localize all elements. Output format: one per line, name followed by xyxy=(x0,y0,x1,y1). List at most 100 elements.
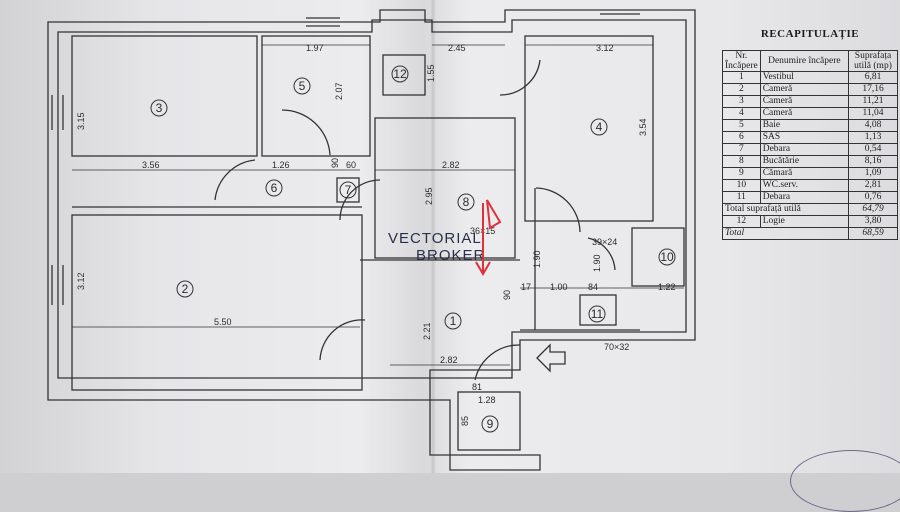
door-arc-6 xyxy=(214,159,256,201)
room-3-wall xyxy=(71,35,258,157)
recap-header-name: Denumire încăpere xyxy=(759,50,850,72)
room-3-number: 3 xyxy=(156,101,163,115)
recap-title: RECAPITULAȚIE xyxy=(760,28,860,40)
room-10-circle xyxy=(658,248,676,266)
recap-cell-area: 6,81 xyxy=(848,71,898,84)
inner-outer-wall xyxy=(57,19,687,379)
recap-cell-name: Cameră xyxy=(759,95,850,108)
recap-cell-name: Debara xyxy=(759,191,850,204)
recap-cell-area: 11,21 xyxy=(848,95,898,108)
door-arc-1 xyxy=(339,179,381,221)
dim-190a: 1.90 xyxy=(532,250,542,268)
red-outline-shape xyxy=(486,199,502,230)
recap-header-area: Suprafața utilă (mp) xyxy=(848,50,898,72)
dim-354: 3.54 xyxy=(638,118,648,136)
room-9-circle xyxy=(481,415,499,433)
room-markers xyxy=(150,65,676,433)
recap-total-row: Total 68,59 xyxy=(722,227,898,240)
room-7-circle xyxy=(339,181,357,199)
dim-282-mid: 2.82 xyxy=(442,160,460,170)
dim-207: 2.07 xyxy=(334,82,344,100)
door-arc-4 xyxy=(499,59,541,96)
recap-total-util-value: 64,79 xyxy=(848,203,898,216)
watermark-line1: VECTORIAL xyxy=(388,230,482,247)
room-1-circle xyxy=(444,312,462,330)
outer-wall xyxy=(47,9,696,471)
door-arc-10 xyxy=(587,237,616,271)
recap-logie-area: 3,80 xyxy=(848,215,898,228)
recap-logie-name: Logie xyxy=(759,215,850,228)
room-8-wall xyxy=(374,117,516,259)
recap-table: Nr. Încăpere Denumire încăpere Suprafața… xyxy=(722,50,898,240)
recap-cell-area: 2,81 xyxy=(848,179,898,192)
room-8-circle xyxy=(457,193,475,211)
dim-122: 1.22 xyxy=(658,282,676,292)
recap-cell-name: WC.serv. xyxy=(759,179,850,192)
recap-cell-nr: 10 xyxy=(722,179,761,192)
dim-295: 2.95 xyxy=(424,187,434,205)
recap-cell-name: Cămară xyxy=(759,167,850,180)
dim-221: 2.21 xyxy=(422,322,432,340)
dimension-labels: 1.97 2.45 3.12 3.15 2.07 1.55 3.54 3.56 … xyxy=(76,43,676,426)
dim-245: 2.45 xyxy=(448,43,466,53)
dim-17: 17 xyxy=(521,282,531,292)
recap-cell-area: 8,16 xyxy=(848,155,898,168)
room-4-wall xyxy=(524,35,654,222)
recap-cell-nr: 9 xyxy=(722,167,761,180)
dim-70x32: 70×32 xyxy=(604,342,629,352)
room-5-number: 5 xyxy=(299,79,306,93)
recap-cell-nr: 5 xyxy=(722,119,761,132)
room-1-number: 1 xyxy=(450,314,457,328)
plan-walls xyxy=(47,9,696,471)
room-9-wall xyxy=(457,391,521,451)
recap-cell-area: 11,04 xyxy=(848,107,898,120)
room-10-number: 10 xyxy=(660,250,674,264)
room-11-number: 11 xyxy=(591,307,604,321)
room-5-wall xyxy=(261,35,371,157)
recap-cell-area: 0,76 xyxy=(848,191,898,204)
recap-cell-name: Bucătărie xyxy=(759,155,850,168)
dim-312-top: 3.12 xyxy=(596,43,614,53)
floor-plan: 3 5 12 4 6 7 8 2 10 1 11 9 1.97 2.45 3.1… xyxy=(47,9,696,471)
dim-126: 1.26 xyxy=(272,160,290,170)
dim-550: 5.50 xyxy=(214,317,232,327)
recap-header-row: Nr. Încăpere Denumire încăpere Suprafața… xyxy=(722,50,898,72)
recap-cell-nr: 4 xyxy=(722,107,761,120)
recap-cell-area: 1,09 xyxy=(848,167,898,180)
room-7-wall xyxy=(336,177,360,203)
room-11-circle xyxy=(588,305,606,323)
recap-logie-row: 12 Logie 3,80 xyxy=(722,215,898,228)
door-arc-5 xyxy=(281,109,331,156)
room-2-circle xyxy=(176,280,194,298)
recap-total-util-label: Total suprafață utilă xyxy=(722,203,849,216)
door-arc-entry xyxy=(474,344,521,381)
room-8-number: 8 xyxy=(463,195,470,209)
recap-cell-area: 1,13 xyxy=(848,131,898,144)
entry-arrow xyxy=(536,343,566,373)
paper-fold xyxy=(430,0,436,473)
recap-total-util-row: Total suprafață utilă 64,79 xyxy=(722,203,898,216)
room-3-circle xyxy=(150,99,168,117)
dim-315: 3.15 xyxy=(76,112,86,130)
recap-logie-nr: 12 xyxy=(722,215,761,228)
room-7-number: 7 xyxy=(345,183,352,197)
dim-197: 1.97 xyxy=(306,43,324,53)
dim-60: 60 xyxy=(346,160,356,170)
recap-cell-nr: 3 xyxy=(722,95,761,108)
recap-cell-name: SAS xyxy=(759,131,850,144)
room-6-number: 6 xyxy=(271,181,278,195)
recap-cell-nr: 8 xyxy=(722,155,761,168)
recap-cell-name: Cameră xyxy=(759,107,850,120)
dim-100: 1.00 xyxy=(550,282,568,292)
recap-cell-name: Vestibul xyxy=(759,71,850,84)
room-numbers: 3 5 12 4 6 7 8 2 10 1 11 9 xyxy=(156,67,674,431)
cadastre-stamp xyxy=(790,450,900,512)
dim-90b: 90 xyxy=(502,290,512,300)
